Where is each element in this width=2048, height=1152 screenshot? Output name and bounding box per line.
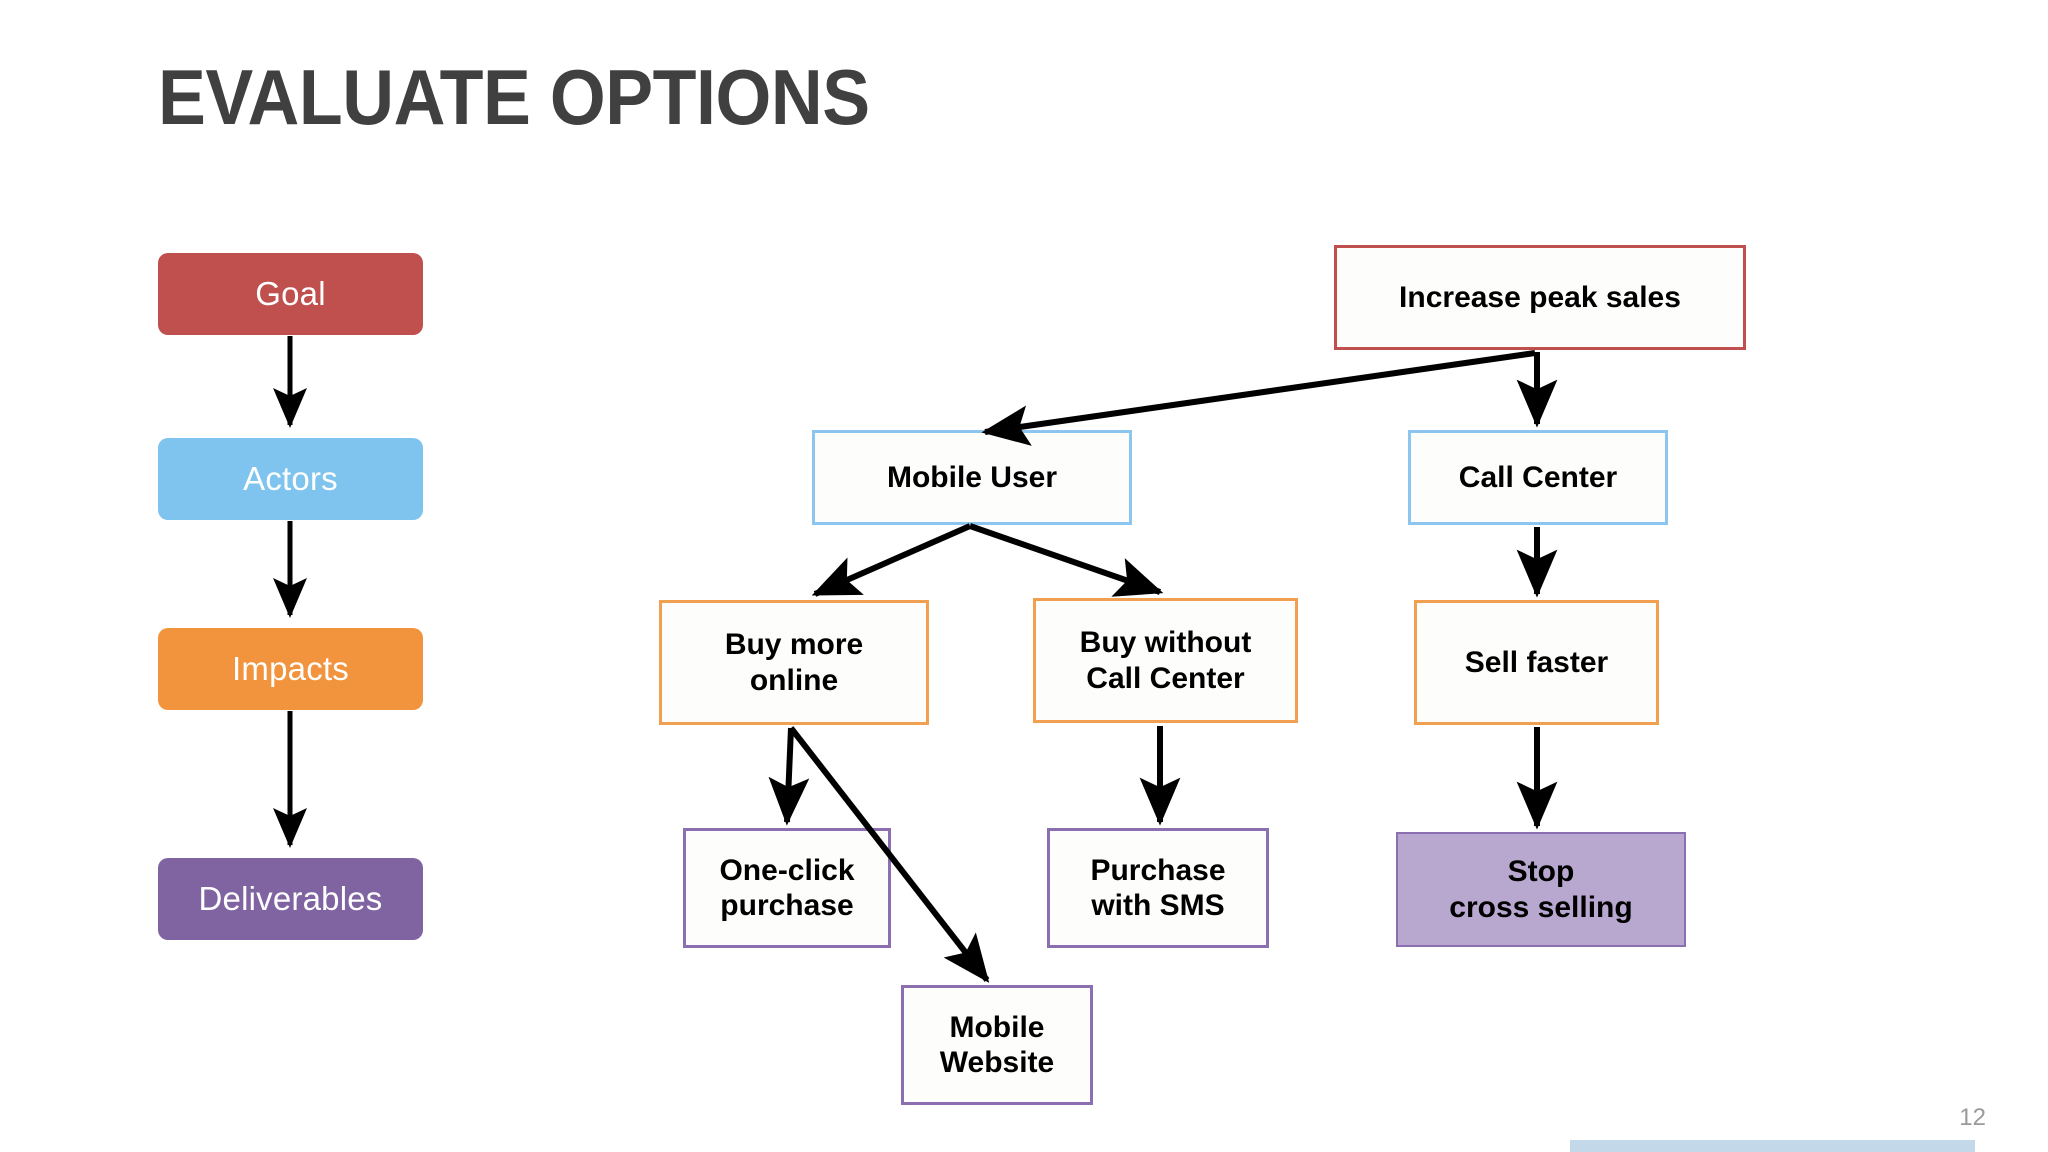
node-label: Sell faster <box>1464 645 1609 679</box>
legend-item-label: Actors <box>243 460 338 497</box>
node-sell-faster[interactable]: Sell faster <box>1414 600 1659 725</box>
node-increase-peak-sales[interactable]: Increase peak sales <box>1334 245 1746 350</box>
connector-mobile-user-to-buy-more <box>811 523 972 597</box>
node-mobile-user[interactable]: Mobile User <box>812 430 1132 525</box>
node-label: Call Center <box>1458 460 1618 494</box>
connector-buy-more-to-one-click <box>768 727 810 826</box>
node-call-center[interactable]: Call Center <box>1408 430 1668 525</box>
connector-mobile-user-to-buy-without <box>969 523 1164 597</box>
legend-item-label: Impacts <box>232 650 349 687</box>
node-label: Mobile User <box>886 460 1058 494</box>
footer-accent-bar <box>1570 1140 1975 1152</box>
node-label: Increase peak sales <box>1399 280 1681 314</box>
legend-item-impacts[interactable]: Impacts <box>158 628 423 710</box>
legend-item-label: Goal <box>255 275 326 312</box>
legend-item-label: Deliverables <box>198 880 383 917</box>
page-title: EVALUATE OPTIONS <box>158 53 870 141</box>
legend-item-goal[interactable]: Goal <box>158 253 423 335</box>
legend-item-actors[interactable]: Actors <box>158 438 423 520</box>
legend-item-deliverables[interactable]: Deliverables <box>158 858 423 940</box>
connector-goal-to-mobile-user <box>981 350 1536 446</box>
slide-number: 12 <box>1959 1104 1986 1131</box>
